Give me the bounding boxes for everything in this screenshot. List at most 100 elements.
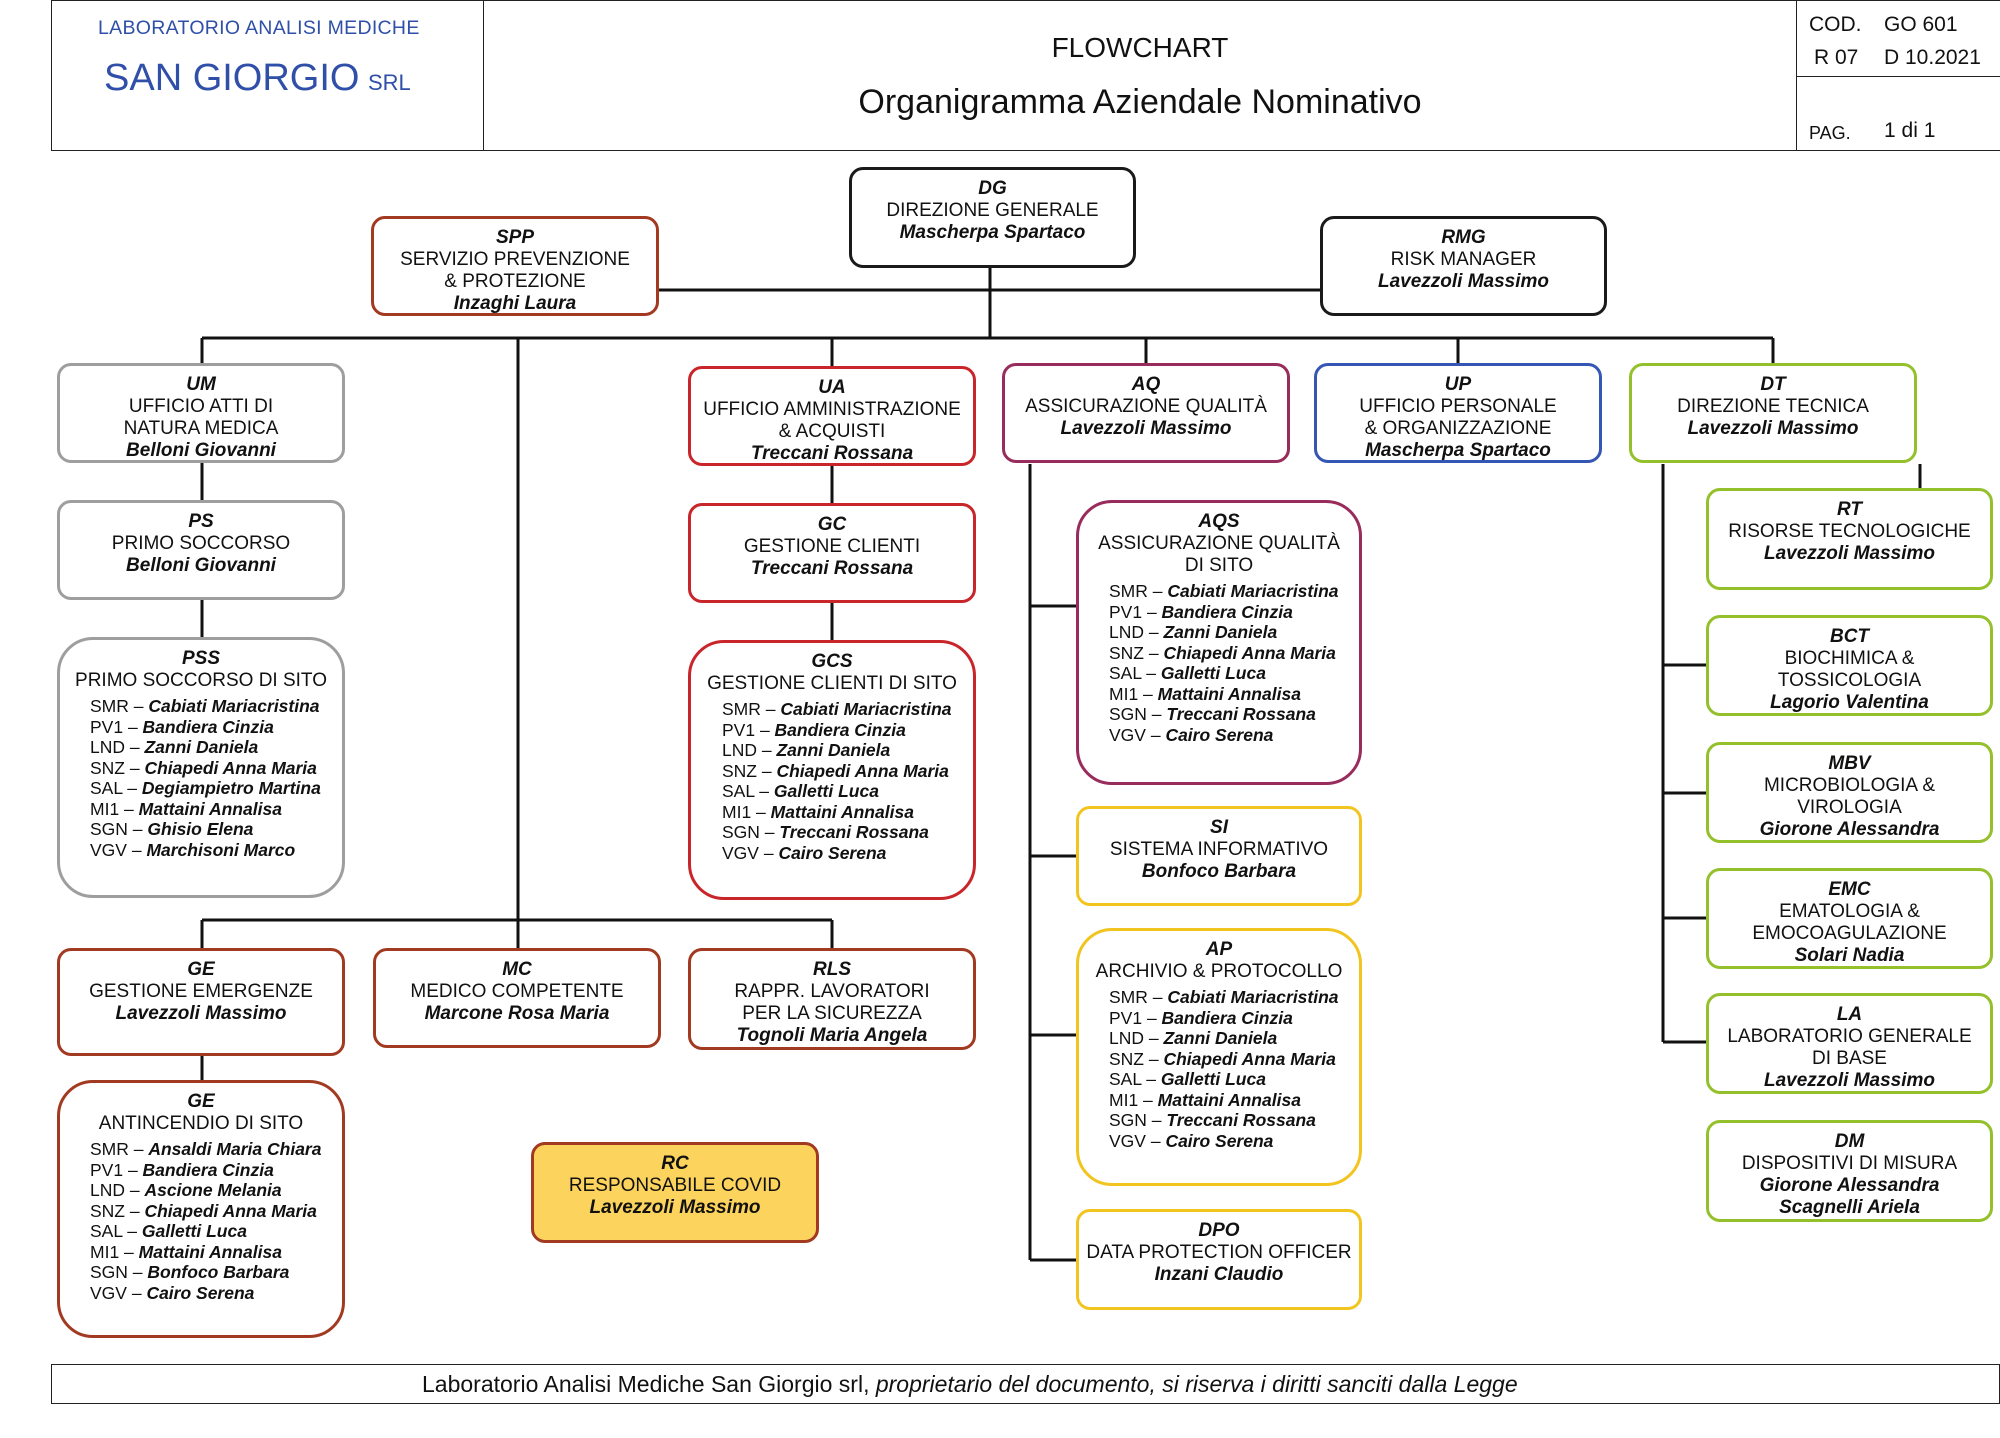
site-row: LND – Ascione Melania [90,1180,282,1200]
site-row: SMR – Cabiati Mariacristina [722,699,952,719]
node-aq[interactable]: AQ ASSICURAZIONE QUALITÀ Lavezzoli Massi… [1002,363,1290,463]
header-code-divider [1797,76,2000,77]
site-row: SAL – Galletti Luca [1109,663,1266,683]
site-code: SAL [1109,663,1142,683]
node-gc[interactable]: GC GESTIONE CLIENTI Treccani Rossana [688,503,976,603]
site-row: SMR – Cabiati Mariacristina [1109,581,1339,601]
footer-text-italic: proprietario del documento, si riserva i… [875,1371,1518,1397]
site-person: Treccani Rossana [779,822,929,842]
site-code: SNZ [1109,1048,1144,1069]
site-person: Galletti Luca [773,781,879,801]
node-person: Giorone Alessandra [1759,819,1940,840]
node-mbv[interactable]: MBV MICROBIOLOGIA & VIROLOGIA Giorone Al… [1706,742,1993,843]
node-ge[interactable]: GE GESTIONE EMERGENZE Lavezzoli Massimo [57,948,345,1056]
node-code: MBV [1828,753,1871,774]
site-code: MI1 [90,1241,120,1262]
site-person: Bandiera Cinzia [1161,1007,1293,1028]
site-code: PV1 [90,1159,124,1180]
lab-name: SAN GIORGIO SRL [104,57,411,100]
site-person: Mattaini Annalisa [138,1241,282,1262]
site-row: SNZ – Chiapedi Anna Maria [1109,642,1336,663]
site-code: SAL [90,778,123,798]
site-row: MI1 – Mattaini Annalisa [90,798,282,819]
node-ua[interactable]: UA UFFICIO AMMINISTRAZIONE & ACQUISTI Tr… [688,366,976,466]
site-person: Chiapedi Anna Maria [144,757,317,778]
node-title: DIREZIONE TECNICA [1677,396,1869,417]
node-rt[interactable]: RT RISORSE TECNOLOGICHE Lavezzoli Massim… [1706,488,1993,590]
site-person: Cabiati Mariacristina [780,699,952,719]
cod-value: GO 601 [1884,13,1958,36]
node-code: BCT [1829,626,1870,647]
site-code: SGN [90,819,128,839]
rev-label: R 07 [1814,46,1859,69]
node-dpo[interactable]: DPO DATA PROTECTION OFFICER Inzani Claud… [1076,1209,1362,1310]
site-row: SNZ – Chiapedi Anna Maria [90,1200,317,1221]
node-dt[interactable]: DT DIREZIONE TECNICA Lavezzoli Massimo [1629,363,1917,463]
site-list: SMR – Ansaldi Maria Chiara PV1 – Bandier… [60,1139,342,1303]
node-si[interactable]: SI SISTEMA INFORMATIVO Bonfoco Barbara [1076,806,1362,906]
site-code: SGN [1109,704,1147,724]
node-aqs[interactable]: AQS ASSICURAZIONE QUALITÀ DI SITO SMR – … [1076,500,1362,785]
node-up[interactable]: UP UFFICIO PERSONALE & ORGANIZZAZIONE Ma… [1314,363,1602,463]
node-rls[interactable]: RLS RAPPR. LAVORATORI PER LA SICUREZZA T… [688,948,976,1050]
node-title: ARCHIVIO & PROTOCOLLO [1095,961,1343,982]
node-person: Lavezzoli Massimo [1763,1070,1936,1091]
node-person: Lavezzoli Massimo [1377,271,1550,292]
node-spp[interactable]: SPP SERVIZIO PREVENZIONE & PROTEZIONE In… [371,216,659,316]
site-person: Zanni Daniela [144,737,259,757]
site-code: SGN [90,1262,128,1282]
node-mc[interactable]: MC MEDICO COMPETENTE Marcone Rosa Maria [373,948,661,1048]
node-person: Tognoli Maria Angela [736,1025,928,1046]
node-person: Lavezzoli Massimo [1763,543,1936,564]
node-um[interactable]: UM UFFICIO ATTI DI NATURA MEDICA Belloni… [57,363,345,463]
node-rc[interactable]: RC RESPONSABILE COVID Lavezzoli Massimo [531,1142,819,1243]
site-person: Cairo Serena [1165,1130,1274,1151]
node-title: MEDICO COMPETENTE [410,981,624,1002]
node-title: GESTIONE CLIENTI [743,536,921,557]
node-code: DPO [1198,1220,1240,1241]
node-title: LABORATORIO GENERALE DI BASE [1727,1026,1972,1069]
site-row: PV1 – Bandiera Cinzia [1109,601,1293,622]
site-code: PV1 [1109,601,1143,622]
node-person: Solari Nadia [1794,945,1905,966]
node-code: DG [978,178,1007,199]
node-rmg[interactable]: RMG RISK MANAGER Lavezzoli Massimo [1320,216,1607,316]
site-list: SMR – Cabiati Mariacristina PV1 – Bandie… [1079,581,1359,745]
site-row: SGN – Treccani Rossana [1109,1110,1316,1130]
node-ge-antincendio[interactable]: GE ANTINCENDIO DI SITO SMR – Ansaldi Mar… [57,1080,345,1338]
node-title: ASSICURAZIONE QUALITÀ [1025,396,1267,417]
site-person: Ascione Melania [144,1180,282,1200]
site-row: LND – Zanni Daniela [1109,1028,1278,1048]
node-ap[interactable]: AP ARCHIVIO & PROTOCOLLO SMR – Cabiati M… [1076,928,1362,1186]
node-dm[interactable]: DM DISPOSITIVI DI MISURA Giorone Alessan… [1706,1120,1993,1222]
site-code: SNZ [1109,642,1144,663]
node-ps[interactable]: PS PRIMO SOCCORSO Belloni Giovanni [57,500,345,600]
node-emc[interactable]: EMC EMATOLOGIA & EMOCOAGULAZIONE Solari … [1706,868,1993,969]
node-title: RESPONSABILE COVID [568,1175,782,1196]
site-code: LND [90,1180,126,1200]
site-row: PV1 – Bandiera Cinzia [90,1159,274,1180]
site-person: Cairo Serena [146,1282,255,1303]
node-bct[interactable]: BCT BIOCHIMICA & TOSSICOLOGIA Lagorio Va… [1706,615,1993,716]
site-row: LND – Zanni Daniela [722,740,891,760]
node-dg[interactable]: DG DIREZIONE GENERALE Mascherpa Spartaco [849,167,1136,268]
node-title: GESTIONE EMERGENZE [89,981,313,1002]
site-row: PV1 – Bandiera Cinzia [1109,1007,1293,1028]
node-pss[interactable]: PSS PRIMO SOCCORSO DI SITO SMR – Cabiati… [57,637,345,898]
node-code: EMC [1828,879,1871,900]
site-code: LND [90,737,126,757]
node-code: LA [1836,1004,1863,1025]
node-gcs[interactable]: GCS GESTIONE CLIENTI DI SITO SMR – Cabia… [688,640,976,900]
site-row: MI1 – Mattaini Annalisa [90,1241,282,1262]
site-code: SMR [90,1139,129,1159]
header-code-box: COD. GO 601 R 07 D 10.2021 PAG. 1 di 1 [1796,0,2000,151]
node-code: GE [187,959,215,980]
node-title: PRIMO SOCCORSO DI SITO [75,670,327,691]
node-code: UA [818,377,846,398]
node-title: RISORSE TECNOLOGICHE [1728,521,1971,542]
rev-date: D 10.2021 [1884,46,1981,69]
site-row: SGN – Bonfoco Barbara [90,1262,290,1282]
site-code: VGV [1109,1130,1146,1151]
site-row: SAL – Galletti Luca [722,781,879,801]
node-la[interactable]: LA LABORATORIO GENERALE DI BASE Lavezzol… [1706,993,1993,1094]
